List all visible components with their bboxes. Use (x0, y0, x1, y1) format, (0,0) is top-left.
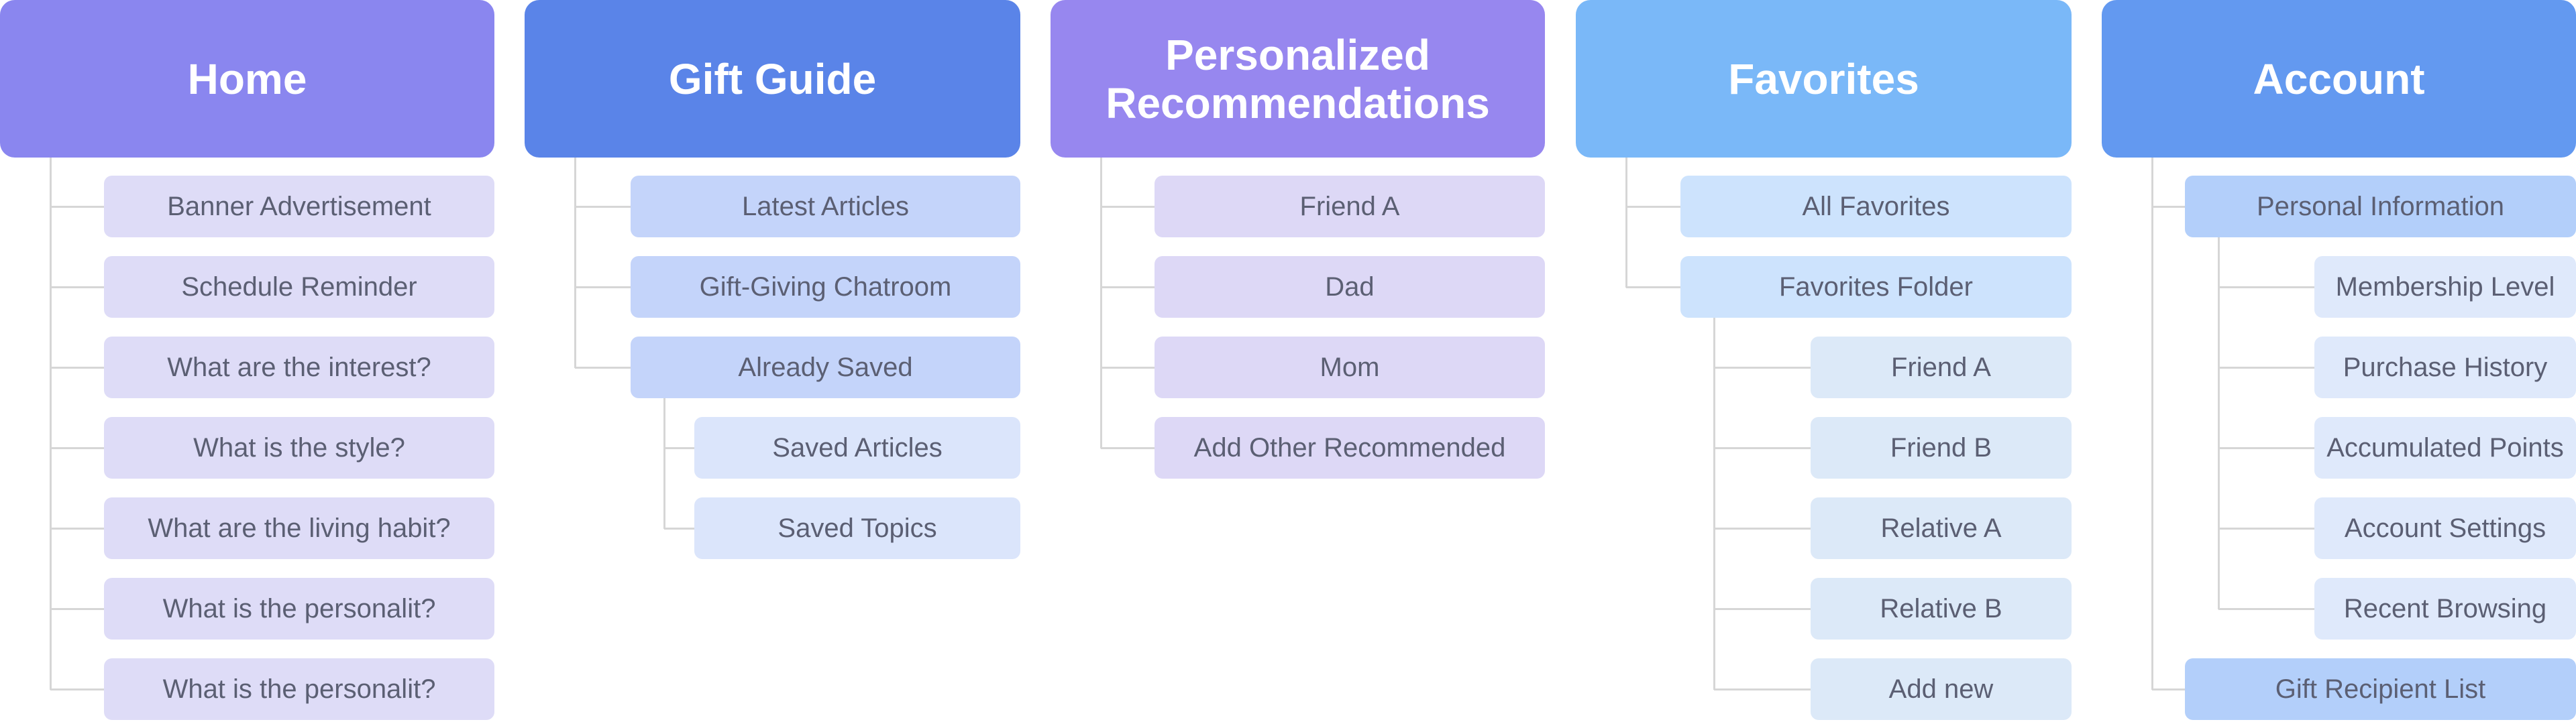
connector-line (2218, 447, 2314, 449)
column-header[interactable]: Account (2102, 0, 2576, 158)
connector-line (2218, 608, 2314, 610)
node-item[interactable]: What is the personalit? (104, 578, 494, 640)
column-header[interactable]: Home (0, 0, 494, 158)
connector-line (1100, 158, 1102, 448)
connector-line (2218, 367, 2314, 369)
connector-line (1714, 608, 1811, 610)
connector-line (2218, 286, 2314, 288)
node-item[interactable]: Favorites Folder (1680, 256, 2072, 318)
connector-line (1101, 367, 1155, 369)
column-header[interactable]: Favorites (1576, 0, 2072, 158)
connector-line (50, 608, 104, 610)
subnode-item[interactable]: Friend A (1811, 337, 2072, 398)
connector-line (1101, 286, 1155, 288)
connector-line (1626, 206, 1680, 208)
connector-line (2218, 528, 2314, 530)
subnode-item[interactable]: Add new (1811, 658, 2072, 720)
connector-line (1625, 158, 1627, 288)
node-item[interactable]: Gift Recipient List (2185, 658, 2576, 720)
connector-line (1101, 447, 1155, 449)
subnode-item[interactable]: Recent Browsing (2314, 578, 2576, 640)
node-item[interactable]: Schedule Reminder (104, 256, 494, 318)
subnode-item[interactable]: Membership Level (2314, 256, 2576, 318)
connector-line (1714, 447, 1811, 449)
connector-line (575, 367, 631, 369)
node-item[interactable]: Add Other Recommended (1155, 417, 1545, 479)
node-item[interactable]: What are the living habit? (104, 497, 494, 559)
connector-line (664, 528, 694, 530)
node-item[interactable]: What is the style? (104, 417, 494, 479)
connector-line (1101, 206, 1155, 208)
connector-line (2218, 237, 2220, 609)
node-item[interactable]: Banner Advertisement (104, 176, 494, 237)
node-item[interactable]: Already Saved (631, 337, 1020, 398)
node-item[interactable]: What is the personalit? (104, 658, 494, 720)
subnode-item[interactable]: Account Settings (2314, 497, 2576, 559)
connector-line (50, 688, 104, 690)
subnode-item[interactable]: Relative A (1811, 497, 2072, 559)
node-item[interactable]: Dad (1155, 256, 1545, 318)
node-item[interactable]: Latest Articles (631, 176, 1020, 237)
connector-line (1626, 286, 1680, 288)
connector-line (575, 206, 631, 208)
connector-line (1713, 318, 1715, 690)
subnode-item[interactable]: Saved Articles (694, 417, 1020, 479)
connector-line (50, 158, 52, 690)
column-header[interactable]: Personalized Recommendations (1051, 0, 1545, 158)
subnode-item[interactable]: Friend B (1811, 417, 2072, 479)
connector-line (50, 206, 104, 208)
node-item[interactable]: Personal Information (2185, 176, 2576, 237)
connector-line (50, 528, 104, 530)
connector-line (663, 398, 665, 529)
connector-line (575, 286, 631, 288)
connector-line (1714, 528, 1811, 530)
connector-line (574, 158, 576, 368)
subnode-item[interactable]: Accumulated Points (2314, 417, 2576, 479)
connector-line (1714, 688, 1811, 690)
connector-line (50, 286, 104, 288)
node-item[interactable]: Mom (1155, 337, 1545, 398)
connector-line (1714, 367, 1811, 369)
connector-line (2152, 688, 2185, 690)
connector-line (2151, 158, 2153, 690)
subnode-item[interactable]: Purchase History (2314, 337, 2576, 398)
node-item[interactable]: What are the interest? (104, 337, 494, 398)
connector-line (50, 367, 104, 369)
connector-line (2152, 206, 2185, 208)
node-item[interactable]: Gift-Giving Chatroom (631, 256, 1020, 318)
column-header[interactable]: Gift Guide (525, 0, 1020, 158)
connector-line (50, 447, 104, 449)
subnode-item[interactable]: Saved Topics (694, 497, 1020, 559)
node-item[interactable]: Friend A (1155, 176, 1545, 237)
connector-line (664, 447, 694, 449)
subnode-item[interactable]: Relative B (1811, 578, 2072, 640)
node-item[interactable]: All Favorites (1680, 176, 2072, 237)
